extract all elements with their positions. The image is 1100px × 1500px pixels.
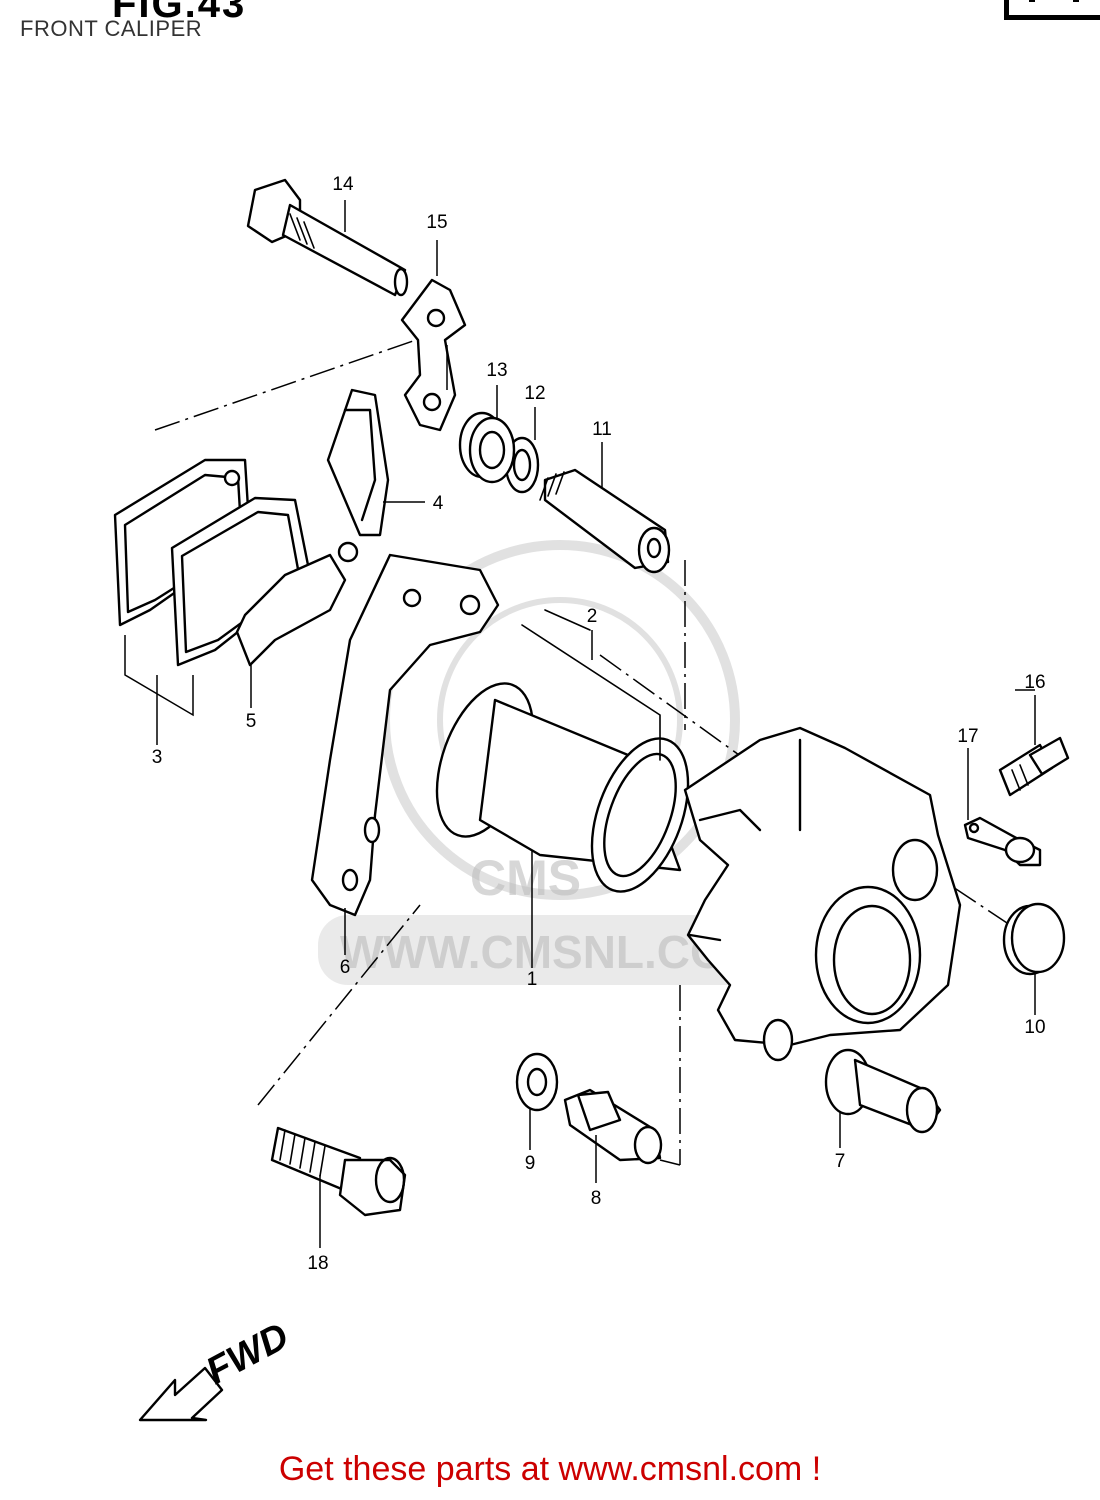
corner-mark-glyph bbox=[1029, 0, 1079, 2]
callout-1: 1 bbox=[527, 969, 538, 990]
part-17-bleeder-cap bbox=[963, 816, 1042, 867]
alignment-lines bbox=[154, 329, 1011, 1165]
leader-lines bbox=[124, 200, 1036, 1248]
part-13-boot bbox=[458, 411, 516, 484]
part-5-pad-shim bbox=[235, 541, 359, 667]
cms-watermark: CMS WWW.CMSNL.COM bbox=[318, 540, 768, 985]
part-9-washer bbox=[515, 1052, 559, 1112]
part-14-caliper-bolt bbox=[246, 178, 409, 297]
part-10-cap bbox=[1002, 902, 1066, 976]
callout-16: 16 bbox=[1024, 672, 1045, 693]
forward-direction-indicator: FWD bbox=[138, 1315, 296, 1422]
parts-link-footer[interactable]: Get these parts at www.cmsnl.com ! bbox=[278, 1450, 822, 1488]
callout-2: 2 bbox=[587, 606, 598, 627]
part-18-bracket-bolt bbox=[270, 1126, 407, 1217]
callout-6: 6 bbox=[340, 957, 351, 978]
part-8-bolt bbox=[563, 1088, 663, 1165]
callout-8: 8 bbox=[591, 1188, 602, 1209]
callout-13: 13 bbox=[486, 360, 507, 381]
figure-label: FIG.43 bbox=[112, 0, 247, 26]
callout-9: 9 bbox=[525, 1153, 536, 1174]
corner-mark bbox=[1004, 0, 1100, 20]
callout-11: 11 bbox=[592, 419, 612, 440]
forward-label: FWD bbox=[200, 1315, 296, 1393]
callout-7: 7 bbox=[835, 1151, 846, 1172]
callout-3: 3 bbox=[152, 747, 163, 768]
callout-15: 15 bbox=[426, 212, 447, 233]
forward-arrow-icon bbox=[138, 1366, 224, 1422]
part-11-slide-pin bbox=[539, 468, 671, 574]
part-7-slide-pin bbox=[824, 1048, 942, 1134]
part-6-caliper-bracket bbox=[310, 553, 500, 917]
part-15-lock-plate bbox=[400, 278, 467, 432]
part-16-bleeder-valve bbox=[998, 736, 1070, 797]
caliper-body bbox=[683, 726, 962, 1062]
callout-5: 5 bbox=[246, 711, 257, 732]
callout-numbers: 1 2 3 4 5 6 7 8 9 10 11 12 13 14 15 16 1… bbox=[152, 174, 1046, 1274]
watermark-brand: CMS bbox=[470, 850, 581, 906]
part-4-pad-spring bbox=[326, 388, 390, 537]
part-2-piston-seal-group bbox=[521, 609, 661, 761]
callout-10: 10 bbox=[1024, 1017, 1045, 1038]
diagram-subtitle: FRONT CALIPER bbox=[20, 16, 203, 41]
callout-14: 14 bbox=[332, 174, 354, 195]
callout-12: 12 bbox=[524, 383, 545, 404]
callout-4: 4 bbox=[433, 493, 444, 514]
callout-18: 18 bbox=[307, 1253, 328, 1274]
part-1-piston bbox=[435, 682, 690, 893]
callout-17: 17 bbox=[957, 726, 978, 747]
